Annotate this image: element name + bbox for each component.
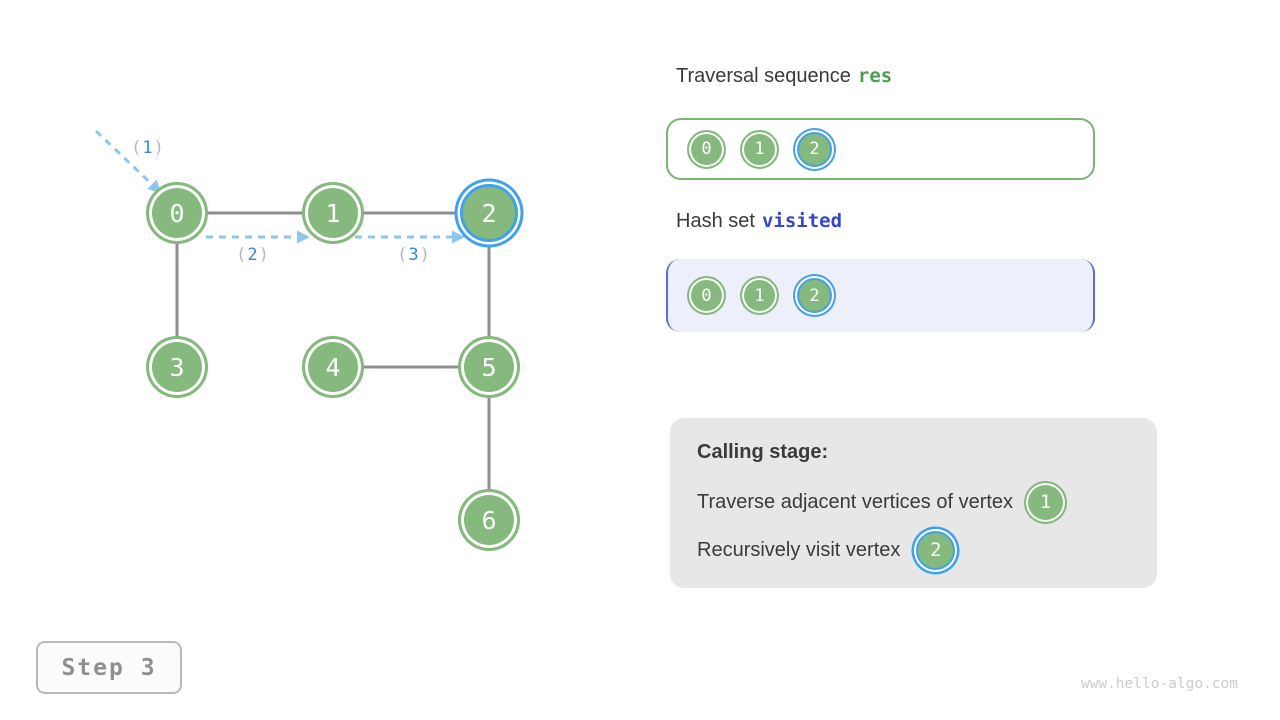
traversal-arrows [94, 129, 465, 244]
graph-node-1: 1 [302, 182, 364, 244]
calling-line-2: Recursively visit vertex 2 [697, 527, 1067, 573]
calling-node-1: 1 [1024, 480, 1068, 524]
graph-node-2: 2 [460, 184, 518, 242]
sequence-node-1: 1 [740, 129, 779, 169]
hashset-heading: Hash set visited [676, 210, 842, 233]
sequence-node-2: 2 [797, 131, 832, 167]
graph-node-3: 3 [146, 336, 208, 398]
graph-node-6: 6 [458, 489, 520, 551]
arrow-step-label-2: (2) [236, 245, 270, 265]
hashset-node-2: 2 [797, 278, 832, 313]
traversal-heading: Traversal sequence res [676, 65, 892, 88]
visited-code-label: visited [761, 210, 843, 232]
watermark: www.hello-algo.com [1080, 676, 1238, 692]
traversal-arrow-1 [94, 129, 162, 194]
graph-node-0: 0 [146, 182, 208, 244]
arrow-step-label-3: (3) [397, 245, 431, 265]
calling-stage-title: Calling stage: [697, 441, 829, 463]
step-badge: Step 3 [36, 641, 182, 694]
calling-line-text: Recursively visit vertex [697, 538, 901, 561]
calling-node-2: 2 [916, 530, 956, 570]
hashset-heading-text: Hash set [676, 210, 755, 232]
traversal-heading-text: Traversal sequence [676, 65, 851, 87]
calling-stage-box: Calling stage: Traverse adjacent vertice… [670, 418, 1157, 588]
arrow-step-label-1: (1) [131, 138, 165, 158]
res-code-label: res [857, 65, 893, 87]
calling-line-text: Traverse adjacent vertices of vertex [697, 490, 1014, 513]
graph-node-5: 5 [458, 336, 520, 398]
sequence-node-0: 0 [687, 129, 726, 169]
calling-line-1: Traverse adjacent vertices of vertex 1 [697, 479, 1068, 525]
hashset-node-0: 0 [687, 276, 726, 315]
hashset-node-1: 1 [740, 276, 779, 315]
graph-node-4: 4 [302, 336, 364, 398]
